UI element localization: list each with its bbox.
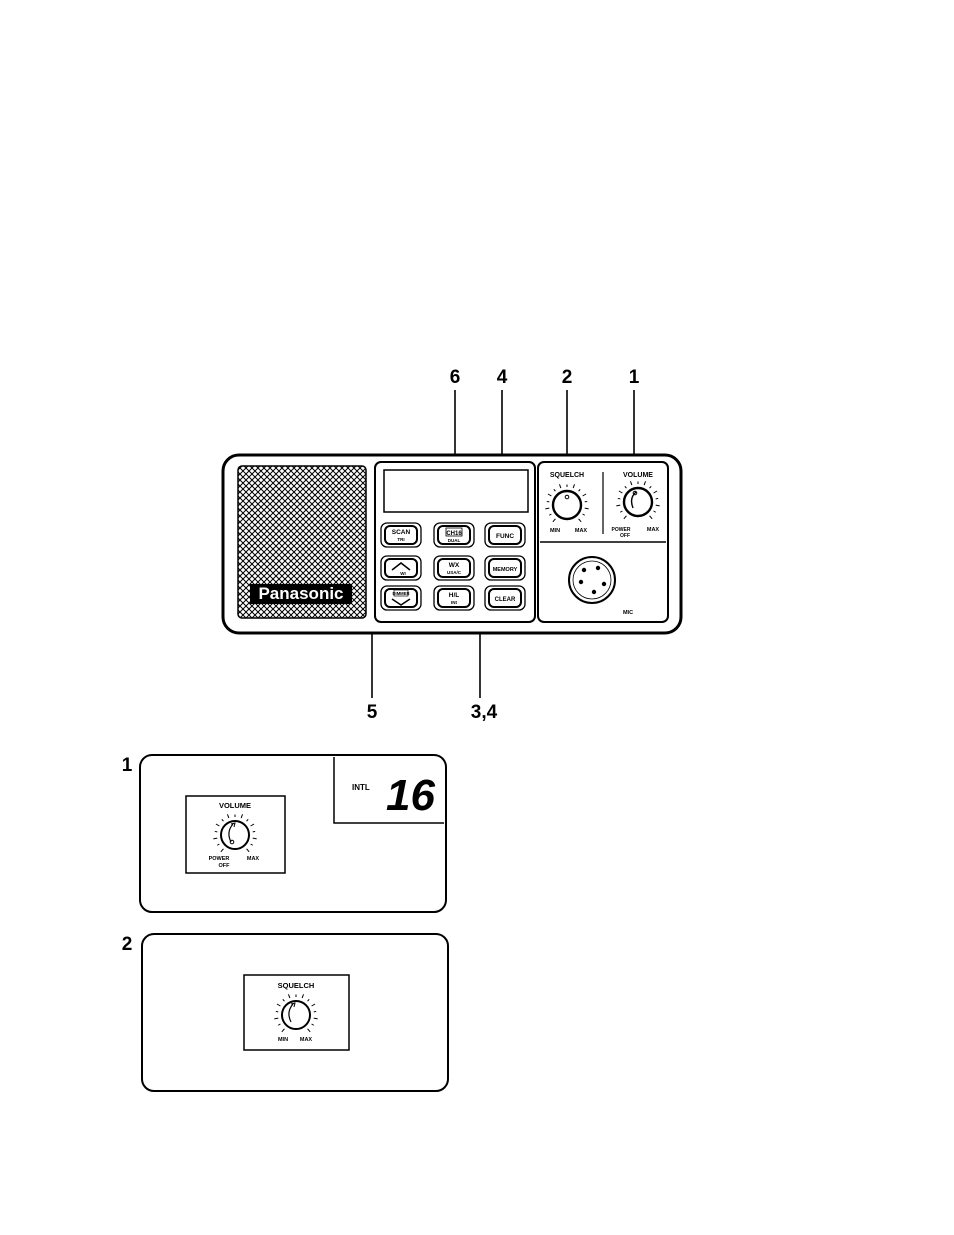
detail-2-number: 2: [122, 934, 133, 955]
channel-up-sublabel: WI: [400, 571, 406, 576]
ch16-button[interactable]: CH16 DUAL: [434, 523, 474, 547]
squelch-min-label: MIN: [550, 528, 560, 534]
detail-1-off-label: OFF: [219, 863, 231, 869]
detail-1-number: 1: [122, 755, 133, 776]
scale-tick: [545, 508, 549, 509]
detail-1-knob-label: VOLUME: [219, 801, 251, 810]
detail-1-power-label: POWER: [209, 856, 230, 862]
scale-tick: [314, 1018, 318, 1019]
callout-2: 2: [562, 367, 573, 388]
clear-button-label: CLEAR: [495, 597, 516, 603]
hl-button[interactable]: H/L INt: [434, 586, 474, 610]
scale-tick: [213, 838, 217, 839]
scale-tick: [585, 508, 589, 509]
squelch-max-label: MAX: [575, 528, 588, 534]
func-button[interactable]: FUNC: [485, 523, 525, 547]
scan-button-label: SCAN: [392, 529, 411, 536]
clear-button[interactable]: CLEAR: [485, 586, 525, 610]
scale-tick: [616, 505, 620, 506]
channel-up-button[interactable]: WI: [381, 556, 421, 580]
wx-button-sublabel: USA/C: [447, 570, 462, 575]
callout-1: 1: [629, 367, 640, 388]
detail-2-min-label: MIN: [278, 1037, 288, 1043]
scale-tick: [274, 1018, 278, 1019]
mic-jack[interactable]: [569, 557, 615, 603]
volume-off-label: OFF: [620, 533, 630, 539]
squelch-label: SQUELCH: [550, 472, 584, 479]
scan-button[interactable]: SCAN TRI: [381, 523, 421, 547]
brand-logo: Panasonic: [258, 584, 343, 603]
callout-6: 6: [450, 367, 461, 388]
callout-4: 4: [497, 367, 508, 388]
volume-max-label: MAX: [647, 527, 660, 533]
channel-readout: 16: [386, 771, 435, 820]
callout-3-4: 3,4: [471, 702, 498, 723]
wx-button-label: WX: [449, 562, 460, 569]
wx-button[interactable]: WX USA/C: [434, 556, 474, 580]
memory-button[interactable]: MEMORY: [485, 556, 525, 580]
hl-button-label: H/L: [449, 592, 460, 599]
scan-button-sublabel: TRI: [397, 537, 404, 542]
dimmer-label: DIMMER: [393, 591, 410, 596]
detail-1-max-label: MAX: [247, 856, 260, 862]
ch16-button-sublabel: DUAL: [448, 538, 461, 543]
detail-2-max-label: MAX: [300, 1037, 313, 1043]
scale-tick: [656, 505, 660, 506]
scale-tick: [253, 838, 257, 839]
detail-2-knob-label: SQUELCH: [278, 981, 315, 990]
volume-label: VOLUME: [623, 472, 653, 479]
mic-label: MIC: [623, 610, 633, 616]
func-button-label: FUNC: [496, 533, 514, 540]
ch16-button-label: CH16: [446, 531, 462, 537]
callout-5: 5: [367, 702, 378, 723]
display-mode: INTL: [352, 783, 370, 792]
memory-button-label: MEMORY: [493, 567, 518, 573]
hl-button-sublabel: INt: [451, 600, 458, 605]
lcd-display: [384, 470, 528, 512]
channel-down-button[interactable]: DIMMER: [381, 586, 421, 610]
